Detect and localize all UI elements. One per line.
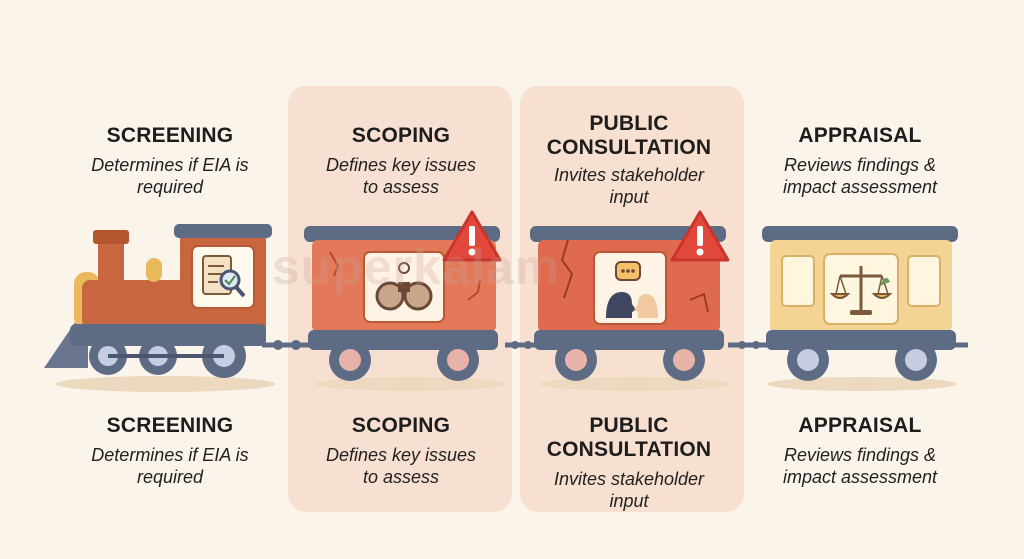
railcar-public-consultation — [530, 226, 726, 381]
stage-description: Invites stakeholder input — [553, 165, 705, 207]
coupler — [262, 340, 312, 350]
stage-description: Determines if EIA is required — [91, 155, 249, 197]
coupler — [505, 341, 538, 349]
scales-icon — [829, 266, 893, 315]
stage-label-screening-top: SCREENING Determines if EIA is required — [55, 124, 285, 198]
locomotive — [44, 224, 272, 378]
stage-label-consultation-top: PUBLIC CONSULTATION Invites stakeholder … — [514, 112, 744, 208]
ground-shadow — [767, 377, 957, 391]
stage-title: PUBLIC CONSULTATION — [546, 414, 712, 461]
stage-label-screening-bottom: SCREENING Determines if EIA is required — [55, 414, 285, 488]
binoculars-icon — [375, 262, 433, 311]
stage-title: APPRAISAL — [798, 124, 922, 147]
stage-label-consultation-bottom: PUBLIC CONSULTATION Invites stakeholder … — [514, 414, 744, 512]
checklist-magnifier-icon — [202, 255, 246, 298]
stage-title: SCOPING — [351, 124, 451, 147]
stage-label-appraisal-bottom: APPRAISAL Reviews findings & impact asse… — [745, 414, 975, 488]
stage-description: Defines key issues to assess — [325, 155, 477, 197]
coupler — [728, 341, 768, 349]
railcar-appraisal — [762, 226, 958, 381]
stage-title: SCREENING — [106, 124, 234, 147]
stage-label-scoping-bottom: SCOPING Defines key issues to assess — [286, 414, 516, 488]
warning-icon — [442, 210, 502, 262]
stage-title: SCOPING — [351, 414, 451, 437]
speech-bubbles-icon — [606, 261, 658, 318]
warning-icon — [670, 210, 730, 262]
watermark: superkalam — [272, 239, 560, 295]
stage-description: Defines key issues to assess — [325, 445, 477, 487]
stage-description: Reviews findings & impact assessment — [782, 445, 938, 487]
stage-description: Invites stakeholder input — [553, 469, 705, 511]
stage-description: Determines if EIA is required — [91, 445, 249, 487]
stage-label-appraisal-top: APPRAISAL Reviews findings & impact asse… — [745, 124, 975, 198]
stage-label-scoping-top: SCOPING Defines key issues to assess — [286, 124, 516, 198]
stage-title: SCREENING — [106, 414, 234, 437]
stage-description: Reviews findings & impact assessment — [782, 155, 938, 197]
stage-title: PUBLIC CONSULTATION — [546, 112, 712, 159]
ground-shadow — [55, 376, 275, 392]
stage-title: APPRAISAL — [798, 414, 922, 437]
